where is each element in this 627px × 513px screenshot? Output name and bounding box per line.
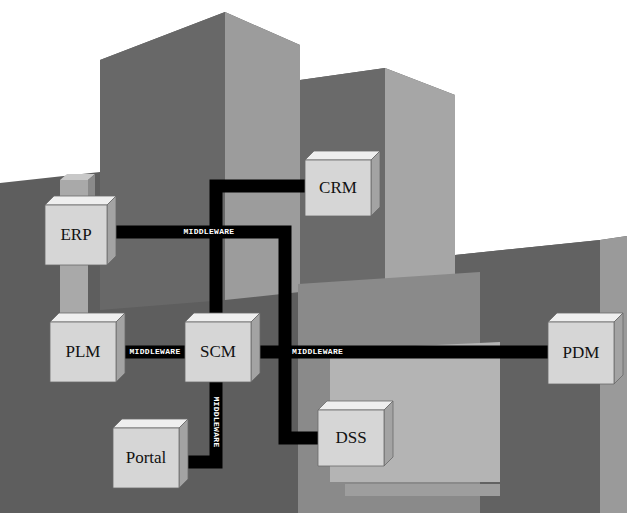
cube-side [548,313,623,322]
system-name: CRM [319,179,357,198]
cube-side [614,313,623,384]
cube-face: PLM [50,322,116,382]
cube-side [50,322,116,382]
cube-side [548,322,614,384]
system-name: Portal [126,449,167,468]
cube-side [251,313,260,382]
cube-side [116,313,125,382]
cube-side [318,410,384,466]
middleware-label: MIDDLEWARE [128,347,181,357]
middleware-bar [216,186,305,313]
cube-side [305,151,380,160]
system-name: PLM [66,343,101,362]
cube-side [45,205,107,265]
system-cube: PLM [50,313,125,382]
system-cube: DSS [318,401,393,466]
system-name: ERP [60,226,91,245]
cube-side [371,151,380,216]
system-name: PDM [563,344,600,363]
middleware-label: MIDDLEWARE [291,347,344,357]
cube-face: Portal [113,428,179,488]
middleware-bar [260,346,548,359]
cube-face: DSS [318,410,384,466]
middleware-bar [125,346,185,359]
cube-side [107,196,116,265]
cube-side [45,196,116,205]
cube-face: PDM [548,322,614,384]
system-cube: ERP [45,196,116,265]
cube-side [113,428,179,488]
cube-side [185,313,260,322]
system-name: DSS [335,429,366,448]
cube-side [384,401,393,466]
cube-side [318,401,393,410]
cube-side [179,419,188,488]
system-cube: CRM [305,151,380,216]
cube-face: ERP [45,205,107,265]
cube-face: CRM [305,160,371,216]
system-cube: Portal [113,419,188,488]
middleware-label: MIDDLEWARE [182,227,235,237]
middleware-label: MIDDLEWARE [211,395,221,448]
system-name: SCM [200,343,236,362]
connector-pillar [60,265,88,313]
cube-face: SCM [185,322,251,382]
cube-side [305,160,371,216]
cube-side [185,322,251,382]
system-cube: PDM [548,313,623,384]
system-cube: SCM [185,313,260,382]
cube-side [113,419,188,428]
cube-side [50,313,125,322]
